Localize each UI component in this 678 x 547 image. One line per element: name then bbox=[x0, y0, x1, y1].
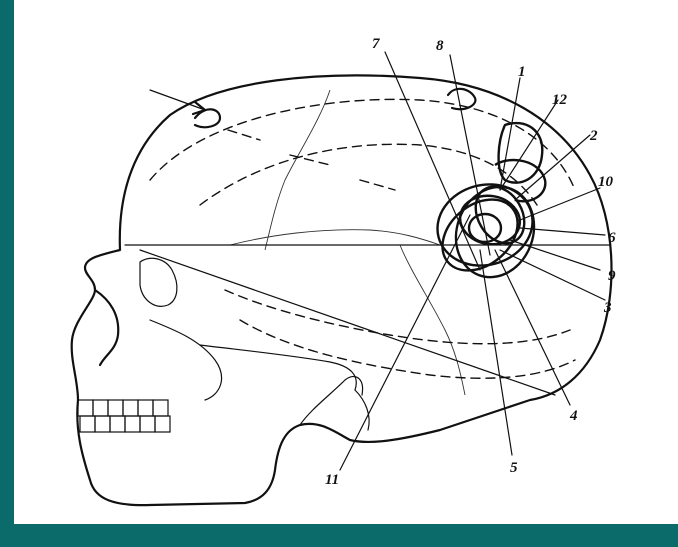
label-11: 11 bbox=[325, 472, 339, 488]
squamous-suture bbox=[230, 230, 440, 245]
orbit bbox=[140, 258, 177, 306]
line-12 bbox=[500, 100, 558, 190]
oblique-line bbox=[140, 250, 555, 395]
line-1 bbox=[500, 78, 520, 190]
teeth bbox=[78, 400, 170, 432]
nasal-bone bbox=[95, 290, 118, 365]
label-3: 3 bbox=[603, 300, 612, 316]
label-10: 10 bbox=[598, 174, 614, 190]
mandible-ramus bbox=[300, 376, 363, 425]
label-12: 12 bbox=[552, 92, 568, 108]
label-2: 2 bbox=[589, 128, 598, 144]
label-7: 7 bbox=[372, 36, 380, 52]
mastoid-process bbox=[355, 390, 369, 430]
zygomatic-arch bbox=[200, 345, 356, 390]
line-5 bbox=[480, 250, 512, 455]
skull-outline bbox=[72, 75, 612, 505]
label-5: 5 bbox=[510, 460, 518, 476]
brain-contour-5 bbox=[228, 130, 395, 190]
cheekbone bbox=[150, 320, 222, 400]
label-6: 6 bbox=[608, 230, 616, 246]
label-9: 9 bbox=[608, 268, 616, 284]
line-2 bbox=[515, 135, 590, 200]
label-1: 1 bbox=[518, 64, 526, 80]
brain-contour-4 bbox=[240, 320, 575, 378]
label-4: 4 bbox=[569, 408, 578, 424]
label-8: 8 bbox=[436, 38, 444, 54]
